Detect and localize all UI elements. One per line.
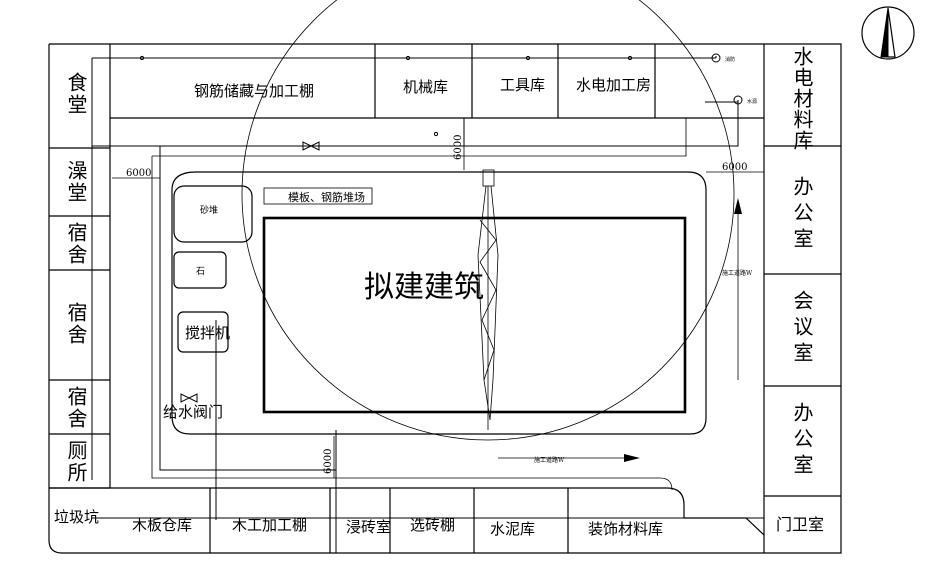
- tool-store-label: 工具库: [500, 76, 545, 94]
- bottom-room-strip: [49, 487, 765, 553]
- rebar-shed-label: 钢筋储藏与加工棚: [194, 82, 314, 100]
- office-2-label: 办公室: [790, 402, 814, 480]
- hydrant-label-2: 水源: [747, 98, 757, 105]
- dimension-left: 6000: [126, 168, 151, 179]
- top-room-strip: [110, 44, 764, 119]
- hydrant-label-1: 消防: [725, 56, 735, 63]
- right-room-strip: [764, 145, 841, 497]
- dimension-bottom: 6000: [323, 449, 334, 474]
- outer-road: [151, 118, 687, 491]
- road-label-right: 施工道路W: [722, 269, 753, 277]
- crane-radius: [241, 0, 735, 441]
- toilet-label: 厕所: [64, 440, 88, 484]
- brick-sort-shed-label: 选砖棚: [410, 516, 455, 534]
- pipe-valves: [139, 55, 633, 403]
- stone-pile-box: [173, 251, 227, 289]
- decoration-store-label: 装饰材料库: [588, 520, 663, 538]
- bathroom-label: 澡堂: [64, 160, 88, 204]
- dimension-top: 6000: [453, 135, 464, 160]
- dorm-1-label: 宿舍: [64, 222, 88, 266]
- cement-store-label: 水泥库: [490, 520, 535, 538]
- canteen-label: 食堂: [64, 72, 88, 116]
- machinery-store-label: 机械库: [403, 78, 448, 96]
- site-road: [171, 171, 707, 435]
- mixer-box: [177, 311, 229, 353]
- carpentry-shed-label: 木工加工棚: [232, 516, 307, 534]
- sand-pile-box: [173, 185, 253, 243]
- tower-crane-icon: [477, 169, 499, 430]
- dorm-2-label: 宿舍: [64, 302, 88, 346]
- formwork-yard-label: 模板、钢筋堆场: [288, 190, 365, 204]
- sand-pile-label: 砂堆: [200, 204, 218, 216]
- proposed-building-label: 拟建建筑: [364, 270, 484, 305]
- mixer-label: 搅拌机: [185, 324, 230, 342]
- office-1-label: 办公室: [790, 176, 814, 254]
- dimension-right: 6000: [722, 162, 747, 173]
- dorm-3-label: 宿舍: [64, 386, 88, 430]
- brick-soak-room-label: 浸砖室: [346, 518, 391, 536]
- plumbing-shop-label: 水电加工房: [576, 76, 651, 94]
- north-arrow-icon: [861, 6, 915, 60]
- meeting-room-label: 会议室: [790, 290, 814, 368]
- gatehouse-label: 门卫室: [776, 515, 824, 534]
- road-direction-arrows: [498, 198, 742, 462]
- formwork-yard-box: [263, 187, 373, 205]
- timber-store-label: 木板仓库: [132, 516, 192, 534]
- proposed-building-outline: [262, 216, 687, 414]
- water-valve-label: 给水阀门: [163, 403, 223, 421]
- stone-pile-label: 石: [196, 267, 205, 277]
- road-label-bottom: 施工道路W: [534, 456, 565, 464]
- garbage-pit-label: 垃圾坑: [54, 508, 99, 526]
- dimension-lines: [112, 120, 764, 478]
- plumbing-material-store-label: 水电材料库: [790, 46, 814, 151]
